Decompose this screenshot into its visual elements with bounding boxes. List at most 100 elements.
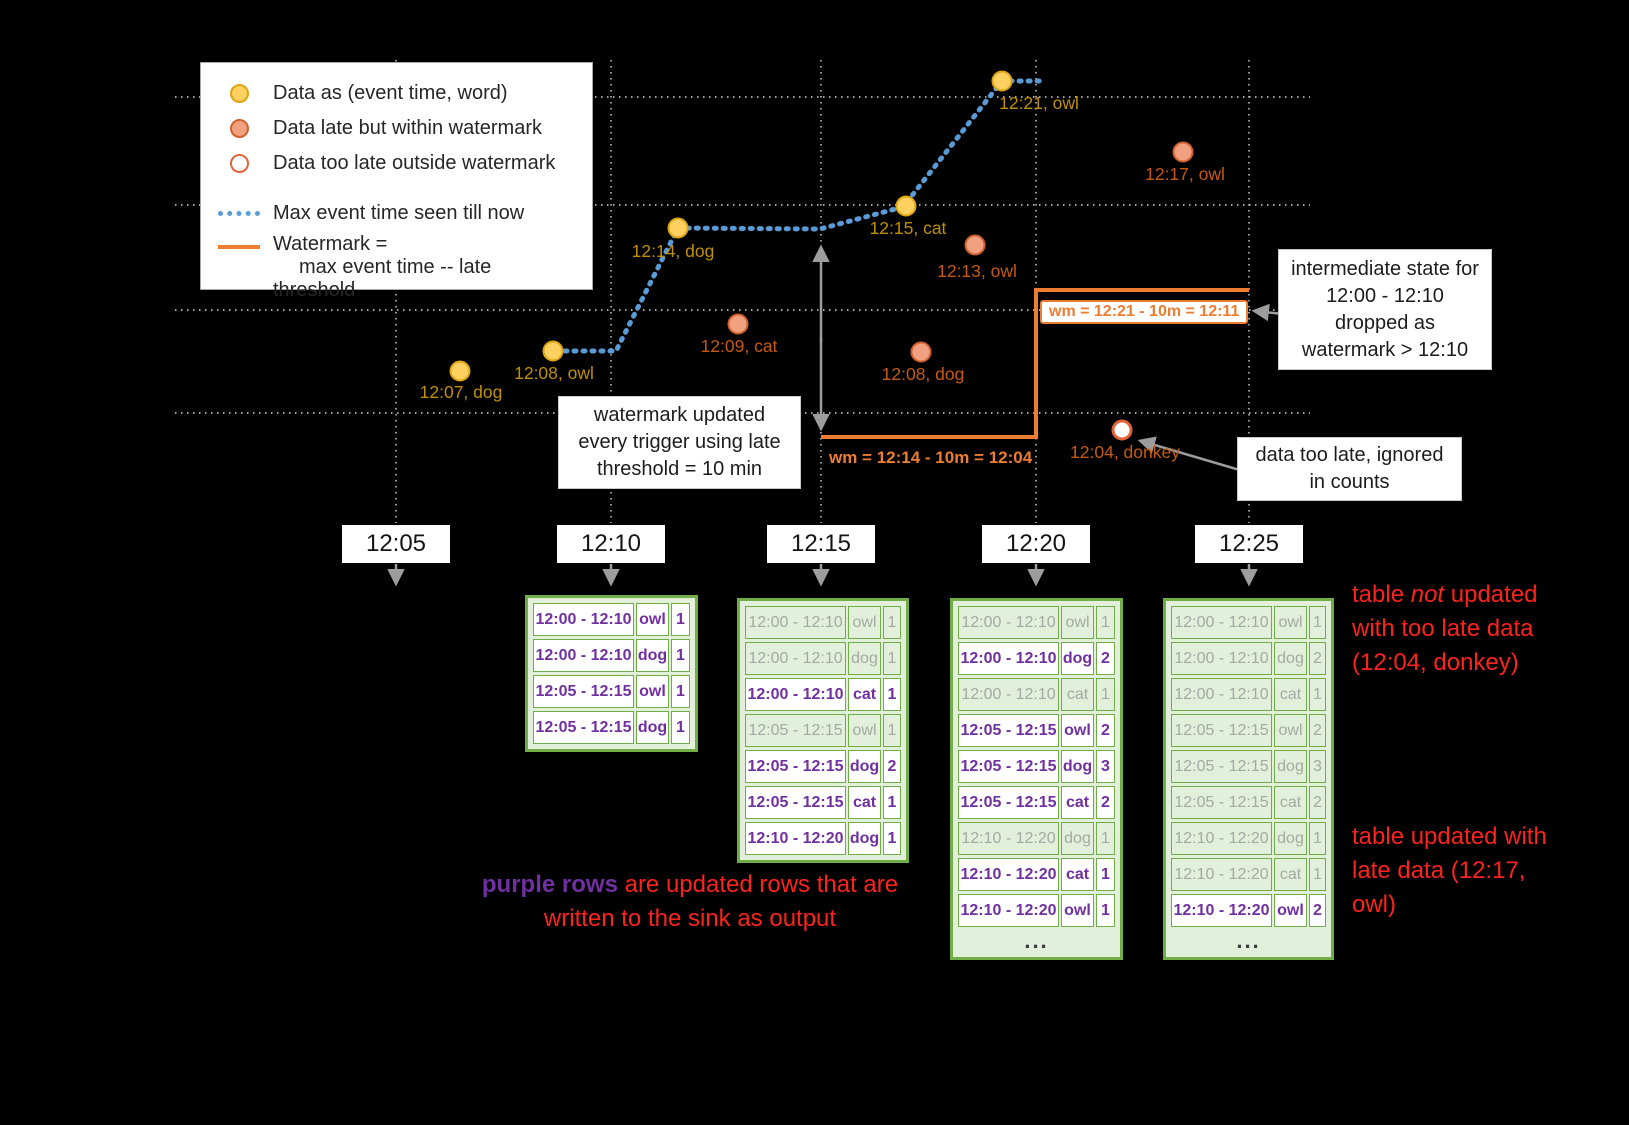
legend-item-too-late: Data too late outside watermark xyxy=(217,148,578,178)
legend-item-max-event-time: Max event time seen till now xyxy=(217,198,578,228)
table-cell-count: 1 xyxy=(883,786,901,819)
table-cell-word: dog xyxy=(1274,822,1307,855)
table-cell-window: 12:05 - 12:15 xyxy=(1171,714,1272,747)
table-cell-window: 12:00 - 12:10 xyxy=(1171,606,1272,639)
table-cell-count: 2 xyxy=(1309,786,1326,819)
table-cell-window: 12:10 - 12:20 xyxy=(958,894,1059,927)
time-axis-label-1215: 12:15 xyxy=(767,525,875,563)
table-cell-word: cat xyxy=(1061,858,1094,891)
table-cell-word: owl xyxy=(848,714,881,747)
legend: Data as (event time, word) Data late but… xyxy=(200,62,593,301)
data-point-label: 12:07, dog xyxy=(419,382,503,402)
time-axis-label-1220: 12:20 xyxy=(982,525,1090,563)
legend-label: Data late but within watermark xyxy=(273,116,543,139)
table-cell-word: dog xyxy=(848,642,881,675)
late-dot-icon xyxy=(229,118,249,138)
data-point-on-time xyxy=(449,360,471,382)
table-cell-word: dog xyxy=(848,822,881,855)
table-cell-word: cat xyxy=(1274,678,1307,711)
table-cell-count: 2 xyxy=(1096,714,1115,747)
max-event-time-line-icon xyxy=(218,210,260,216)
table-cell-window: 12:00 - 12:10 xyxy=(533,603,634,636)
table-cell-window: 12:10 - 12:20 xyxy=(958,858,1059,891)
table-ellipsis: ... xyxy=(1024,928,1049,953)
table-cell-word: cat xyxy=(1061,678,1094,711)
table-cell-word: owl xyxy=(1274,606,1307,639)
data-point-label: 12:21, owl xyxy=(999,93,1079,113)
table-cell-count: 1 xyxy=(671,675,690,708)
table-cell-window: 12:00 - 12:10 xyxy=(958,642,1059,675)
table-cell-word: dog xyxy=(848,750,881,783)
purple-rows-lead: purple rows xyxy=(481,871,618,898)
late-updated-note: table updated with late data (12:17, owl… xyxy=(1352,823,1547,919)
table-cell-window: 12:05 - 12:15 xyxy=(958,786,1059,819)
data-point-label: 12:13, owl xyxy=(937,261,1017,281)
table-cell-word: owl xyxy=(636,603,669,636)
on-time-dot-icon xyxy=(229,83,249,103)
table-cell-count: 3 xyxy=(1309,750,1326,783)
table-cell-count: 3 xyxy=(1096,750,1115,783)
table-cell-count: 1 xyxy=(1309,858,1326,891)
data-point-label: 12:08, dog xyxy=(881,364,965,384)
table-cell-word: owl xyxy=(1061,894,1094,927)
table-cell-word: owl xyxy=(1274,714,1307,747)
data-point-on-time xyxy=(542,340,564,362)
table-cell-word: cat xyxy=(848,786,881,819)
purple-rows-rest: are updated rows that are written to the… xyxy=(543,871,899,933)
table-cell-count: 1 xyxy=(883,642,901,675)
table-cell-window: 12:00 - 12:10 xyxy=(1171,642,1272,675)
table-cell-window: 12:00 - 12:10 xyxy=(745,642,846,675)
table-cell-window: 12:00 - 12:10 xyxy=(533,639,634,672)
callout-watermark-updated: watermark updated every trigger using la… xyxy=(558,396,801,489)
time-axis-label-1225: 12:25 xyxy=(1195,525,1303,563)
table-cell-window: 12:10 - 12:20 xyxy=(1171,858,1272,891)
table-cell-count: 2 xyxy=(883,750,901,783)
time-axis-label-1205: 12:05 xyxy=(342,525,450,563)
result-table-1220: 12:00 - 12:10 owl 1 12:00 - 12:10 dog 2 12:00 … xyxy=(950,598,1123,960)
table-cell-word: cat xyxy=(1274,786,1307,819)
table-cell-word: dog xyxy=(1061,822,1094,855)
table-cell-count: 1 xyxy=(883,714,901,747)
table-cell-count: 1 xyxy=(1309,822,1326,855)
data-point-late xyxy=(910,341,932,363)
table-cell-window: 12:10 - 12:20 xyxy=(745,822,846,855)
legend-label: Watermark = max event time -- late thres… xyxy=(273,233,492,301)
data-point-label: 12:17, owl xyxy=(1145,164,1225,184)
table-cell-window: 12:05 - 12:15 xyxy=(745,750,846,783)
callout-state-dropped: intermediate state for 12:00 - 12:10 dro… xyxy=(1278,249,1492,370)
legend-item-late: Data late but within watermark xyxy=(217,113,578,143)
data-point-on-time xyxy=(667,217,689,239)
table-cell-count: 1 xyxy=(671,603,690,636)
table-cell-word: cat xyxy=(1061,786,1094,819)
table-cell-word: dog xyxy=(636,639,669,672)
data-point-late xyxy=(1172,141,1194,163)
too-late-dot-icon xyxy=(229,153,249,173)
table-cell-window: 12:00 - 12:10 xyxy=(958,606,1059,639)
table-cell-window: 12:05 - 12:15 xyxy=(533,675,634,708)
table-cell-count: 1 xyxy=(671,639,690,672)
table-cell-window: 12:00 - 12:10 xyxy=(958,678,1059,711)
table-cell-word: dog xyxy=(1274,750,1307,783)
table-cell-word: dog xyxy=(1274,642,1307,675)
legend-item-on-time: Data as (event time, word) xyxy=(217,78,578,108)
legend-item-watermark: Watermark = max event time -- late thres… xyxy=(217,233,578,302)
table-cell-count: 2 xyxy=(1096,642,1115,675)
table-cell-word: dog xyxy=(636,711,669,744)
table-cell-word: owl xyxy=(1274,894,1307,927)
table-cell-window: 12:05 - 12:15 xyxy=(745,786,846,819)
table-cell-window: 12:05 - 12:15 xyxy=(1171,750,1272,783)
table-cell-count: 1 xyxy=(1096,678,1115,711)
gray-arrows xyxy=(387,244,1284,587)
